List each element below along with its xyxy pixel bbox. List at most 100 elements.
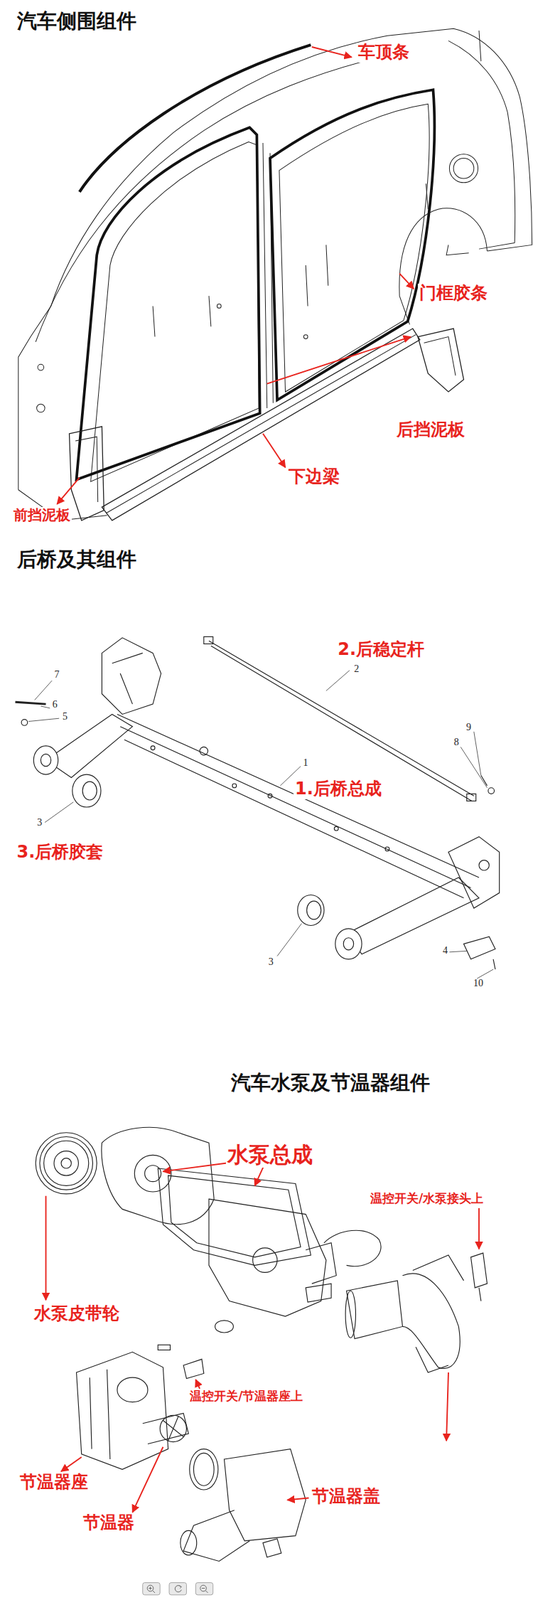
callout-arrows-part [56,477,80,504]
callout-arrows-part [262,433,286,467]
water-pump-assembly-part [412,1254,465,1280]
part-label: 3.后桥胶套 [15,842,106,863]
water-pump-assembly-part [39,1136,94,1190]
callout-number: 2 [352,663,361,675]
water-pump-assembly-part [189,1448,219,1489]
callout-number: 1 [301,756,310,769]
car-side-panel-part [69,426,105,521]
rear-axle-part [463,935,495,959]
leader-lines-part [449,950,467,951]
rear-axle-part [232,783,237,788]
part-label: 下边梁 [287,466,342,487]
viewer-toolbar-part [147,1584,154,1591]
callout-arrows-part [195,1378,200,1388]
water-pump-assembly-part [180,1529,197,1554]
car-side-panel-part [152,244,329,337]
leader-lines-part [28,717,59,721]
callout-number: 9 [464,721,473,733]
water-pump-assembly-part [208,1198,327,1316]
rear-axle-part [297,894,325,925]
water-pump-assembly-part [402,1272,460,1368]
car-side-panel-part [90,141,260,482]
rear-axle-part [267,793,273,798]
water-pump-assembly-part [134,1154,172,1192]
water-pump-assembly-part [117,1376,148,1401]
car-side-panel-part [37,363,45,371]
car-side-panel-part [303,334,308,339]
water-pump-assembly-part [305,1282,332,1302]
callout-arrows-part [45,1195,47,1300]
viewer-toolbar-part [195,1581,213,1595]
rear-axle-part [385,846,390,851]
rear-axle-part [15,701,47,704]
car-side-panel-part [79,44,312,192]
rear-axle-part [112,652,143,704]
rear-axle-part [82,781,97,800]
car-side-panel-part [18,28,533,490]
car-side-panel-part [35,53,398,342]
viewer-toolbar-part [142,1581,160,1595]
car-side-panel-part [270,89,435,400]
rear-axle-part [33,745,58,774]
callout-number: 6 [51,698,59,710]
water-pump-assembly-part [142,1412,190,1443]
car-side-panel-part [279,103,430,392]
water-pump-assembly-part [324,1229,381,1265]
water-pump-assembly-part [76,1350,169,1469]
callout-arrows-part [61,1456,82,1471]
section-heading: 汽车水泵及节温器组件 [229,1070,432,1094]
car-side-panel-part [449,154,478,183]
callout-arrows-part [311,46,352,57]
callout-arrows [46,1160,479,1512]
rear-axle-part [46,713,133,777]
callout-arrows [56,46,414,504]
callout-arrows-part [446,1371,449,1440]
water-pump-assembly-part [159,1414,187,1441]
rear-axle-part [481,775,488,786]
callout-number: 7 [53,668,62,681]
callout-number: 4 [441,944,450,956]
water-pump-assembly-part [157,1167,311,1265]
car-side-panel-part [36,403,45,412]
viewer-toolbar-part [149,1585,151,1589]
callout-arrows-part [132,1446,163,1512]
car-side-panel-part [75,436,99,502]
water-pump-assembly-part [101,1126,214,1224]
leader-lines-part [326,670,350,691]
water-pump-assembly-part [346,1279,403,1339]
rear-axle-part [199,746,208,755]
car-side-panel-part [453,157,475,179]
rear-axle-part [334,825,339,831]
rear-axle-part [346,876,479,954]
car-side-panel-part [417,328,465,392]
rear-axle-part [150,745,155,750]
part-label: 温控开关/节温器座上 [188,1388,305,1403]
part-label: 节温器 [81,1512,136,1533]
callout-number: 8 [452,736,461,748]
car-side-panel-part [424,336,456,376]
callout-number: 10 [471,977,485,989]
water-pump-assembly-part [35,1132,97,1194]
rear-axle-part [478,859,489,870]
water-pump-assembly-part [471,1252,488,1288]
leader-lines [28,670,494,978]
water-pump-assembly-part [183,1509,250,1561]
car-side-panel-part [446,244,470,255]
car-side-panel-part [425,30,515,249]
part-label: 节温器座 [18,1471,90,1492]
rear-axle-part [117,713,479,897]
rear-axle-part [488,787,495,794]
rear-axle-part [40,753,51,766]
leader-lines-part [44,801,74,823]
leader-lines-part [460,746,487,787]
water-pump-assembly-part [89,1368,111,1459]
water-pump-assembly-part [223,1448,306,1541]
viewer-toolbar-part [205,1589,208,1592]
rear-axle-part [493,958,496,969]
water-pump-assembly-part [61,1157,72,1168]
water-pump-assembly-part [162,1415,184,1440]
leader-lines-part [476,968,494,978]
rear-axle-part [343,937,354,950]
